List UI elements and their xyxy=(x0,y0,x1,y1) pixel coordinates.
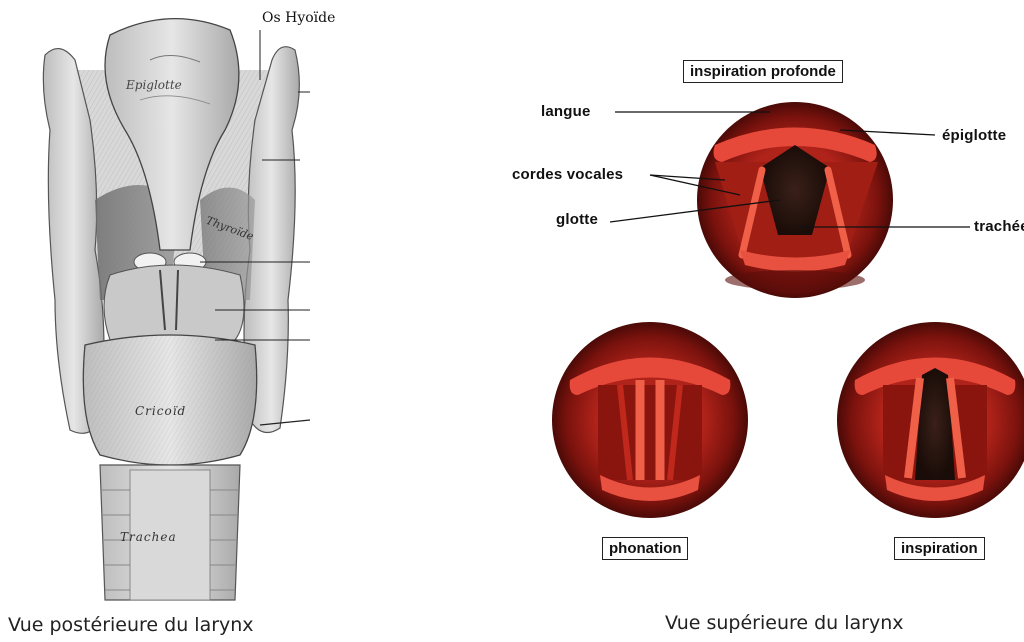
epiglotte-engraving-label: Epiglotte xyxy=(126,78,182,92)
os-hyoide-label: Os Hyoïde xyxy=(262,10,335,26)
trachee-engraving-label: Trachea xyxy=(120,530,177,544)
phonation-view xyxy=(552,322,748,518)
deep-inspiration-box-label: inspiration profonde xyxy=(683,60,843,83)
left-caption: Vue postérieure du larynx xyxy=(8,614,254,636)
langue-label: langue xyxy=(541,103,591,120)
cordes-vocales-label: cordes vocales xyxy=(512,166,623,183)
inspiration-box-label: inspiration xyxy=(894,537,985,560)
glotte-label: glotte xyxy=(556,211,598,228)
trachee-label: trachée xyxy=(974,218,1024,235)
phonation-box-label: phonation xyxy=(602,537,688,560)
right-caption: Vue supérieure du larynx xyxy=(665,612,904,634)
inspiration-view xyxy=(837,322,1024,518)
epiglotte-label: épiglotte xyxy=(942,127,1006,144)
cricoide-engraving-label: Cricoïd xyxy=(135,404,186,418)
